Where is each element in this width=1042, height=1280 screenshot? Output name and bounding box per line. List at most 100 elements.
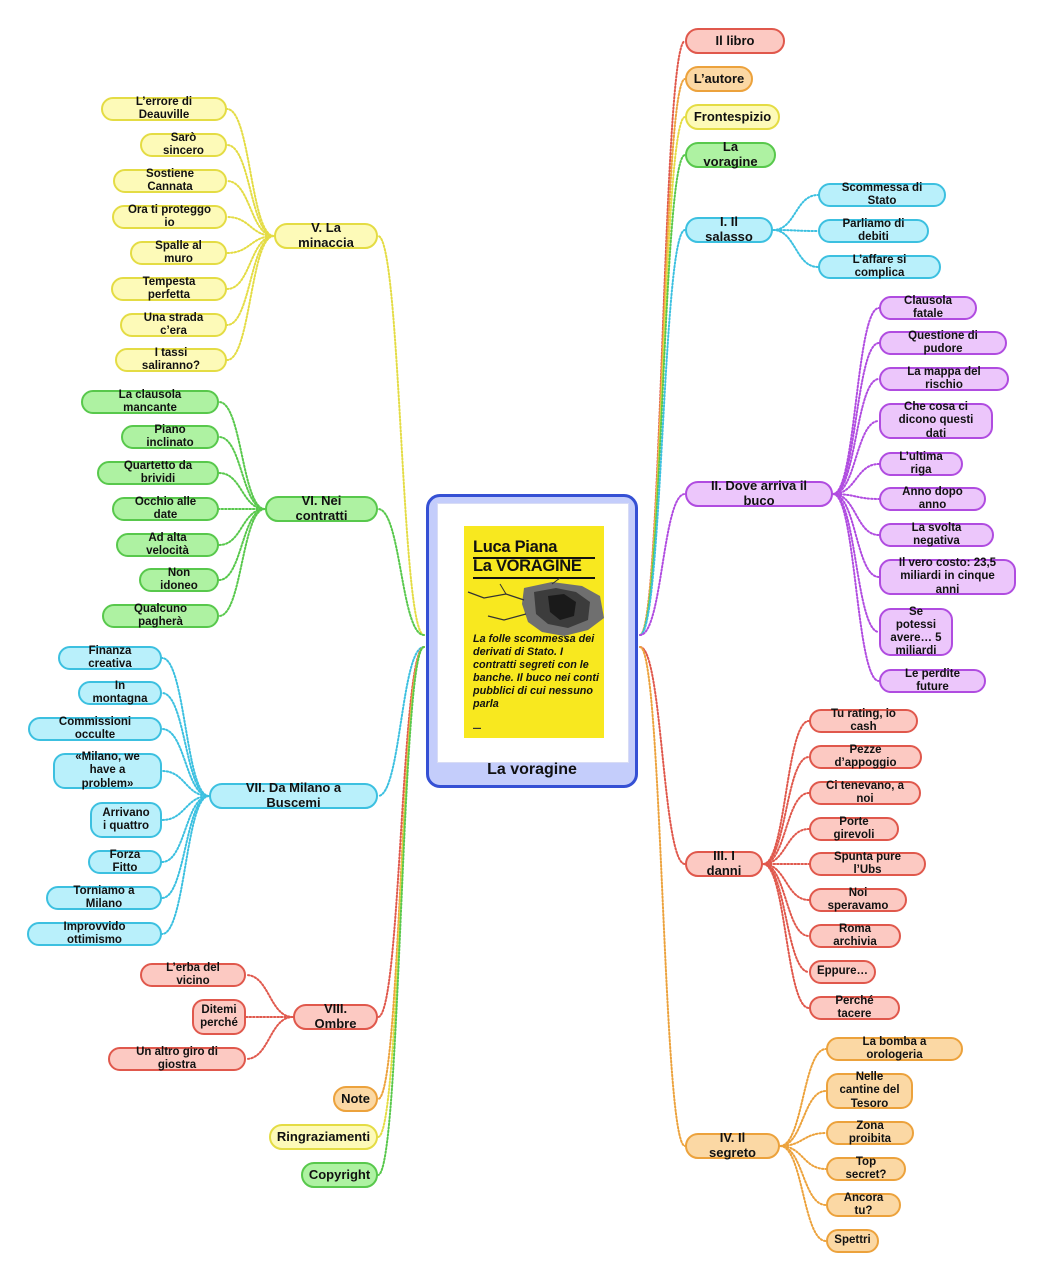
node-la-voragine[interactable]: La voragine [685, 139, 776, 169]
node-contratti-item[interactable]: Piano inclinato [121, 424, 219, 449]
node-buco-item[interactable]: Il vero costo: 23,5 miliardi in cinque a… [879, 557, 1016, 596]
connector-line [762, 863, 810, 901]
node-segreto-item[interactable]: Ancora tu? [826, 1192, 901, 1217]
connector-line [779, 1090, 827, 1147]
node-segreto-item[interactable]: Top secret? [826, 1156, 906, 1181]
connector-line [832, 342, 880, 495]
node-danni-item[interactable]: Porte girevoli [809, 816, 899, 841]
node-buco-item[interactable]: Le perdite future [879, 668, 986, 693]
node-ombre-item[interactable]: Ditemi perché [192, 999, 246, 1035]
node-buco-item[interactable]: La mappa del rischio [879, 366, 1009, 391]
node-milano-item[interactable]: Finanza creativa [58, 645, 162, 670]
node-minaccia[interactable]: V. La minaccia [274, 220, 378, 250]
node-danni-item[interactable]: Perché tacere [809, 995, 900, 1020]
node-contratti-item[interactable]: Non idoneo [139, 567, 219, 592]
connector-line [832, 493, 880, 633]
node-ringraziamenti[interactable]: Ringraziamenti [269, 1124, 378, 1150]
node-ombre[interactable]: VIII. Ombre [293, 1001, 378, 1031]
node-salasso-item[interactable]: Scommessa di Stato [818, 182, 946, 207]
node-milano-item[interactable]: In montagna [78, 680, 162, 705]
connector-line [226, 235, 275, 361]
node-minaccia-item[interactable]: Spalle al muro [130, 240, 227, 265]
node-milano-item[interactable]: Improvvido ottimismo [27, 921, 162, 946]
connector-line [245, 1016, 294, 1060]
node-danni-item[interactable]: Spunta pure l’Ubs [809, 851, 926, 876]
connector-line [161, 795, 210, 821]
node-segreto-item[interactable]: Nelle cantine del Tesoro [826, 1071, 913, 1110]
node-contratti-item[interactable]: Qualcuno pagherà [102, 603, 219, 628]
connector-line [161, 692, 210, 797]
connector-line [762, 720, 810, 865]
node-lautore[interactable]: L’autore [685, 66, 753, 92]
node-minaccia-item[interactable]: I tassi saliranno? [115, 347, 227, 372]
node-danni-item[interactable]: Roma archivia [809, 923, 901, 948]
cover-title: La VORAGINE [473, 557, 582, 575]
node-danni-item[interactable]: Pezze d’appoggio [809, 744, 922, 769]
node-contratti-item[interactable]: Ad alta velocità [116, 532, 219, 557]
connector-line [226, 235, 275, 326]
connector-line [218, 508, 266, 546]
node-ombre-item[interactable]: L’erba del vicino [140, 962, 246, 987]
cover-rule [473, 557, 595, 559]
node-buco-item[interactable]: Questione di pudore [879, 330, 1007, 355]
node-minaccia-item[interactable]: Ora ti proteggo io [112, 204, 227, 229]
connector-line [772, 229, 819, 268]
node-milano-item[interactable]: Torniamo a Milano [46, 885, 162, 910]
connector-line [161, 795, 210, 899]
node-milano-item[interactable]: Forza Fitto [88, 849, 162, 874]
node-segreto-item[interactable]: Zona proibita [826, 1120, 914, 1145]
node-salasso[interactable]: I. Il salasso [685, 214, 773, 244]
node-minaccia-item[interactable]: Sarò sincero [140, 132, 227, 157]
connector-line [762, 792, 810, 865]
connector-line [377, 646, 425, 1018]
node-danni-item[interactable]: Noi speravamo [809, 887, 907, 912]
node-contratti-item[interactable]: Occhio alle date [112, 496, 219, 521]
node-buco-item[interactable]: Clausola fatale [879, 295, 977, 320]
connector-line [218, 401, 266, 510]
cover-rule [473, 577, 595, 579]
node-segreto[interactable]: IV. Il segreto [685, 1130, 780, 1160]
book-cover: Luca Piana La VORAGINE La folle scommess… [464, 526, 604, 738]
connector-line [779, 1145, 827, 1242]
node-ombre-item[interactable]: Un altro giro di giostra [108, 1046, 246, 1071]
connector-line [762, 863, 810, 937]
node-buco-item[interactable]: L’ultima riga [879, 451, 963, 476]
connector-line [226, 180, 275, 237]
node-milano[interactable]: VII. Da Milano a Buscemi [209, 780, 378, 810]
node-buco-item[interactable]: Anno dopo anno [879, 486, 986, 511]
node-buco-item[interactable]: Se potessi avere… 5 miliardi [879, 606, 953, 657]
connector-line [779, 1048, 827, 1147]
connector-line [639, 646, 686, 865]
node-danni-item[interactable]: Tu rating, io cash [809, 708, 918, 733]
node-buco-item[interactable]: La svolta negativa [879, 522, 994, 547]
node-segreto-item[interactable]: La bomba a orologeria [826, 1036, 963, 1061]
connector-line [377, 646, 425, 797]
node-minaccia-item[interactable]: L’errore di Deauville [101, 96, 227, 121]
connector-line [161, 728, 210, 797]
node-milano-item[interactable]: Arrivano i quattro [90, 802, 162, 838]
node-minaccia-item[interactable]: Una strada c’era [120, 312, 227, 337]
node-frontespizio[interactable]: Frontespizio [685, 104, 780, 130]
cover-publisher-mark: ▬▬ [473, 725, 481, 730]
connector-line [639, 493, 686, 636]
node-copyright[interactable]: Copyright [301, 1162, 378, 1188]
node-buco[interactable]: II. Dove arriva il buco [685, 478, 833, 508]
node-salasso-item[interactable]: L’affare si complica [818, 254, 941, 279]
center-node[interactable]: Luca Piana La VORAGINE La folle scommess… [426, 494, 638, 788]
node-contratti-item[interactable]: Quartetto da brividi [97, 460, 219, 485]
node-minaccia-item[interactable]: Sostiene Cannata [113, 168, 227, 193]
node-contratti[interactable]: VI. Nei contratti [265, 493, 378, 523]
node-segreto-item[interactable]: Spettri [826, 1229, 879, 1253]
node-milano-item[interactable]: Commissioni occulte [28, 716, 162, 741]
node-danni[interactable]: III. I danni [685, 848, 763, 878]
node-salasso-item[interactable]: Parliamo di debiti [818, 218, 929, 243]
node-buco-item[interactable]: Che cosa ci dicono questi dati [879, 401, 993, 440]
node-danni-item[interactable]: Ci tenevano, a noi [809, 780, 921, 805]
node-contratti-item[interactable]: La clausola mancante [81, 389, 219, 414]
node-danni-item[interactable]: Eppure… [809, 960, 876, 984]
node-note[interactable]: Note [333, 1086, 378, 1112]
node-milano-item[interactable]: «Milano, we have a problem» [53, 751, 162, 790]
node-minaccia-item[interactable]: Tempesta perfetta [111, 276, 227, 301]
node-il-libro[interactable]: Il libro [685, 28, 785, 54]
